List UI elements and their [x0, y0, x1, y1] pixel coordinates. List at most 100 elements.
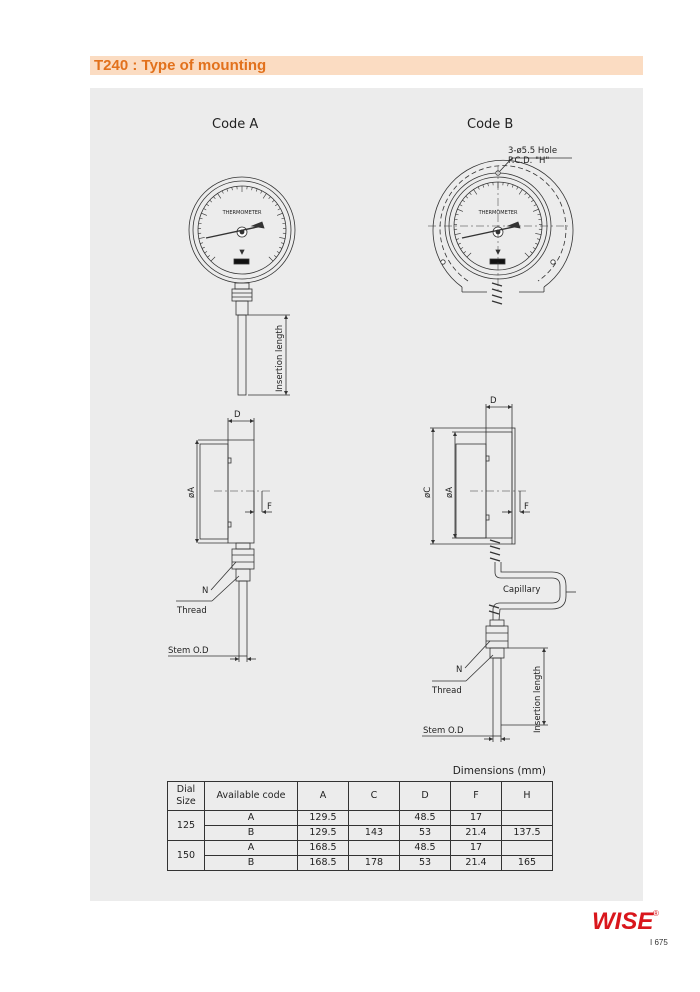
dial-tick — [200, 242, 204, 244]
label-capillary: Capillary — [503, 585, 540, 595]
code-b-front-view — [428, 157, 574, 305]
dial-tick — [469, 192, 472, 196]
dim-phi-a-b: øA — [445, 487, 455, 498]
dial-tick — [274, 203, 278, 207]
code-b-label: Code B — [467, 117, 513, 132]
header-dial-line1: Dial — [176, 784, 196, 795]
dim-phi-a-a: øA — [187, 487, 197, 498]
dial-tick — [535, 242, 539, 245]
label-stem-od-b: Stem O.D — [423, 726, 464, 736]
dial-tick — [207, 255, 210, 258]
dial-tick — [533, 204, 537, 207]
table-row: B 129.5 143 53 21.4 137.5 — [168, 825, 553, 841]
label-n-b: N — [456, 665, 462, 675]
cell-f: 21.4 — [450, 825, 502, 841]
dial-tick — [221, 190, 224, 194]
header-c: C — [348, 781, 400, 811]
dial-tick — [530, 199, 534, 203]
dial-tick — [482, 184, 485, 188]
header-d: D — [399, 781, 451, 811]
dial-tick — [524, 252, 530, 258]
wise-logo: WISE ® — [592, 908, 659, 935]
table-row: 150 A 168.5 48.5 17 — [167, 840, 553, 871]
cell-dial: 125 — [167, 810, 205, 841]
dial-tick — [454, 233, 461, 235]
cell-d: 48.5 — [399, 810, 451, 826]
dial-tick — [465, 195, 469, 199]
cell-h — [501, 810, 553, 826]
dial-tick — [532, 247, 536, 250]
dial-tick — [226, 188, 229, 192]
dial-tick — [459, 204, 463, 207]
dial-tick — [457, 242, 461, 245]
dial-tick — [477, 186, 480, 190]
label-thread-a: Thread — [176, 606, 207, 616]
cell-code: A — [204, 810, 298, 826]
cell-code: B — [204, 825, 298, 841]
dial-tick — [231, 187, 233, 191]
dial-tick — [466, 252, 472, 258]
dial-tick — [536, 238, 540, 240]
dim-f-b: F — [524, 502, 529, 512]
dial-tick — [462, 199, 466, 203]
dial-tick — [262, 193, 267, 199]
dial-tick — [206, 203, 210, 207]
cell-c — [348, 840, 400, 856]
dial-tick — [518, 189, 523, 195]
cell-f: 21.4 — [450, 855, 502, 871]
brand-registered: ® — [653, 909, 659, 918]
dial-tick — [199, 217, 203, 220]
cell-dial: 150 — [167, 840, 205, 871]
brand-wordmark: WISE — [592, 908, 654, 935]
dial-tick — [276, 212, 283, 216]
dial-tick — [210, 256, 216, 262]
cell-f: 17 — [450, 840, 502, 856]
cell-code: A — [204, 840, 298, 856]
dial-tick — [463, 251, 466, 254]
cell-h: 137.5 — [501, 825, 553, 841]
cell-a: 168.5 — [297, 855, 349, 871]
cell-a: 129.5 — [297, 810, 349, 826]
pcd-note: P.C.D. "H" — [508, 156, 549, 166]
table-row: B 168.5 178 53 21.4 165 — [168, 855, 553, 871]
dial-tick — [532, 208, 539, 212]
dial-tick — [473, 189, 478, 195]
dial-tick — [268, 196, 271, 200]
table-caption: Dimensions (mm) — [453, 765, 546, 777]
header-f: F — [450, 781, 502, 811]
dial-tick — [279, 237, 286, 239]
dial-tick — [255, 188, 258, 192]
code-a-front-view — [188, 176, 296, 396]
dial-tick — [260, 190, 263, 194]
header-a: A — [297, 781, 349, 811]
dial-tick — [460, 247, 464, 250]
cell-h — [501, 840, 553, 856]
code-a-side-view — [168, 418, 272, 662]
cell-c: 143 — [348, 825, 400, 841]
dim-d-b: D — [490, 396, 497, 406]
dial-tick — [281, 217, 285, 220]
section-title-bar: T240 : Type of mounting — [90, 56, 643, 75]
page-number: I 675 — [650, 938, 668, 947]
dial-tick — [455, 213, 459, 216]
header-dial-line2: Size — [176, 796, 196, 807]
dial-tick — [277, 208, 281, 211]
code-b-side-view — [422, 404, 576, 742]
code-a-label: Code A — [212, 117, 258, 132]
dial-tick — [535, 233, 542, 235]
hole-note: 3-ø5.5 Hole — [508, 146, 557, 156]
dim-d-a: D — [234, 410, 241, 420]
cell-code: B — [204, 855, 298, 871]
header-h: H — [501, 781, 553, 811]
dial-tick — [530, 251, 533, 254]
cell-f: 17 — [450, 810, 502, 826]
dial-tick — [527, 195, 531, 199]
cell-c — [348, 810, 400, 826]
dial-text-a: THERMOMETER — [222, 210, 262, 216]
dial-tick — [198, 237, 205, 239]
cell-a: 129.5 — [297, 825, 349, 841]
dial-tick — [274, 255, 277, 258]
dial-tick — [279, 246, 283, 249]
